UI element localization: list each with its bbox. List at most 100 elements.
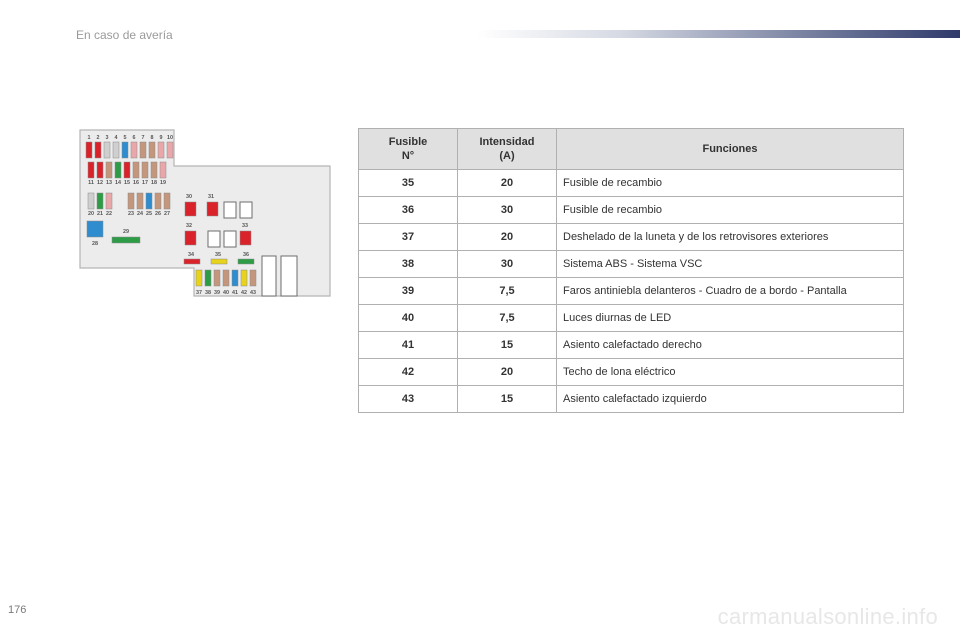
amperage-cell: 20: [457, 223, 557, 251]
fuse-slot: [112, 141, 120, 159]
fuse-slot-large: [86, 220, 104, 238]
fuse-number-cell: 37: [358, 223, 458, 251]
fuse-slot: [103, 141, 111, 159]
fuse-slot: [231, 269, 239, 287]
fuse-label: 3: [106, 135, 109, 141]
fuse-number-cell: 41: [358, 331, 458, 359]
fuse-slot: [94, 141, 102, 159]
section-title: En caso de avería: [76, 28, 173, 42]
fuse-number-cell: 39: [358, 277, 458, 305]
relay-slot-empty: [223, 230, 237, 248]
fuse-label: 14: [115, 180, 121, 186]
header-amp-line1: Intensidad: [479, 136, 535, 148]
fuse-label: 17: [142, 180, 148, 186]
fuse-slot: [105, 192, 113, 210]
fuse-label: 11: [88, 180, 94, 186]
fuse-label: 38: [205, 290, 211, 296]
fuse-slot-spare: [183, 258, 201, 265]
function-cell: Deshelado de la luneta y de los retrovis…: [556, 223, 904, 251]
fuse-label: 28: [92, 241, 98, 247]
fuse-label: 20: [88, 211, 94, 217]
function-cell: Fusible de recambio: [556, 169, 904, 197]
fuse-label: 22: [106, 211, 112, 217]
fuse-slot: [157, 141, 165, 159]
fuse-slot: [195, 269, 203, 287]
fuse-label: 27: [164, 211, 170, 217]
fuse-slot: [123, 161, 131, 179]
fuse-slot-spare: [210, 258, 228, 265]
function-cell: Luces diurnas de LED: [556, 304, 904, 332]
amperage-cell: 15: [457, 385, 557, 413]
fuse-label: 10: [167, 135, 173, 141]
fuse-number-cell: 40: [358, 304, 458, 332]
fuse-label: 33: [242, 223, 248, 229]
fuse-label: 35: [215, 252, 221, 258]
fuse-slot: [141, 161, 149, 179]
header-amperage: Intensidad (A): [457, 128, 557, 170]
fuse-label: 4: [115, 135, 118, 141]
fuse-number-cell: 35: [358, 169, 458, 197]
fuse-label: 21: [97, 211, 103, 217]
fuse-label: 43: [250, 290, 256, 296]
fuse-label: 15: [124, 180, 130, 186]
amperage-cell: 20: [457, 169, 557, 197]
amperage-cell: 30: [457, 250, 557, 278]
amperage-cell: 20: [457, 358, 557, 386]
fuse-slot: [105, 161, 113, 179]
function-cell: Sistema ABS - Sistema VSC: [556, 250, 904, 278]
fuse-slot: [85, 141, 93, 159]
fuse-slot: [87, 161, 95, 179]
fuse-number-cell: 43: [358, 385, 458, 413]
fuse-slot-spare: [237, 258, 255, 265]
fuse-slot: [249, 269, 257, 287]
amperage-cell: 7,5: [457, 277, 557, 305]
fuse-label: 13: [106, 180, 112, 186]
fuse-slot: [127, 192, 135, 210]
fuse-number-cell: 42: [358, 358, 458, 386]
fuse-label: 7: [142, 135, 145, 141]
fuse-label: 36: [243, 252, 249, 258]
fuse-slot-maxi: [239, 230, 252, 246]
amperage-cell: 15: [457, 331, 557, 359]
fuse-label: 8: [151, 135, 154, 141]
fuse-label: 2: [97, 135, 100, 141]
header-amp-line2: (A): [499, 150, 515, 162]
fuse-label: 41: [232, 290, 238, 296]
fuse-label: 1: [88, 135, 91, 141]
fuse-slot: [240, 269, 248, 287]
fuse-label: 26: [155, 211, 161, 217]
fuse-label: 39: [214, 290, 220, 296]
fuse-slot-maxi: [206, 201, 219, 217]
fuse-label: 5: [124, 135, 127, 141]
fuse-label: 18: [151, 180, 157, 186]
fuse-slot: [96, 192, 104, 210]
function-cell: Faros antiniebla delanteros - Cuadro de …: [556, 277, 904, 305]
fuse-label: 16: [133, 180, 139, 186]
fuse-slot: [159, 161, 167, 179]
header-fuse-line1: Fusible: [388, 136, 428, 148]
fuse-slot-maxi: [184, 230, 197, 246]
relay-slot-empty: [223, 201, 237, 219]
fuse-label: 30: [186, 194, 192, 200]
fuse-label: 6: [133, 135, 136, 141]
fuse-label: 40: [223, 290, 229, 296]
fuse-slot: [213, 269, 221, 287]
fuse-label: 42: [241, 290, 247, 296]
relay-slot-empty: [261, 255, 277, 297]
fuse-slot: [139, 141, 147, 159]
fuse-label: 24: [137, 211, 143, 217]
header-gradient-bar: [478, 30, 960, 38]
fuse-label: 32: [186, 223, 192, 229]
fuse-slot: [145, 192, 153, 210]
fuse-label: 25: [146, 211, 152, 217]
fuse-number-cell: 38: [358, 250, 458, 278]
fuse-slot: [154, 192, 162, 210]
fuse-slot: [96, 161, 104, 179]
fuse-label: 31: [208, 194, 214, 200]
